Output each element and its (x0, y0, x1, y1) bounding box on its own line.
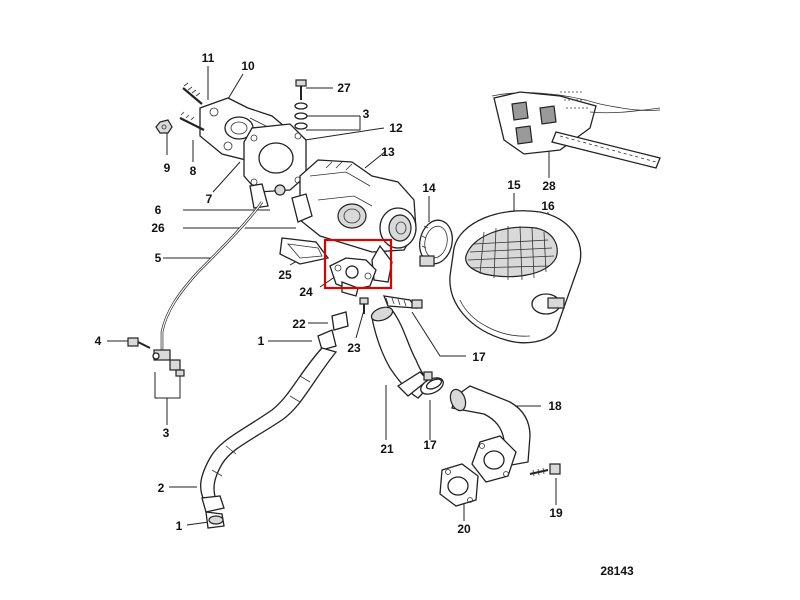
callout-4: 4 (95, 334, 102, 348)
callout-18: 18 (548, 399, 562, 413)
gasket-25-part (279, 237, 330, 265)
callout-26: 26 (151, 221, 165, 235)
clamp-ring-part (419, 219, 453, 267)
callout-12: 12 (389, 121, 403, 135)
oil-supply-tube-part (127, 201, 264, 377)
bolt-19-part (529, 463, 561, 477)
bolt-and-washers (294, 79, 308, 130)
intake-elbow-part (370, 306, 434, 399)
callout-10: 10 (241, 59, 255, 73)
callout-1-lower: 1 (176, 519, 183, 533)
figure-number: 28143 (600, 564, 634, 578)
parts-bag-part (491, 91, 661, 169)
callout-17-upper: 17 (472, 350, 486, 364)
callout-5: 5 (155, 251, 162, 265)
hose-clamp-part-upper (382, 295, 423, 309)
filter-mesh (467, 225, 555, 281)
callout-24: 24 (299, 285, 313, 299)
callout-19: 19 (549, 506, 563, 520)
stud-and-nut-parts (155, 82, 205, 134)
callout-labels: 11 10 27 3 12 13 9 8 7 6 26 5 25 24 22 2… (95, 51, 563, 536)
callout-3-upper: 3 (363, 107, 370, 121)
air-filter-part (449, 210, 582, 344)
highlight-box (323, 238, 393, 290)
callout-1-upper: 1 (258, 334, 265, 348)
bolt-23-part (359, 297, 369, 314)
callout-13: 13 (381, 145, 395, 159)
callout-14: 14 (422, 181, 436, 195)
oil-drain-flange-part (329, 257, 377, 297)
callout-2: 2 (158, 481, 165, 495)
callout-25: 25 (278, 268, 292, 282)
fitting-part (249, 183, 286, 209)
callout-11: 11 (202, 51, 215, 65)
callout-23: 23 (347, 341, 361, 355)
callout-20: 20 (457, 522, 471, 536)
oil-drain-hose-part (199, 311, 349, 529)
callout-27: 27 (337, 81, 351, 95)
gasket-20-part (439, 463, 479, 507)
elbow-tube-part (449, 385, 531, 483)
callout-22: 22 (292, 317, 306, 331)
callout-9: 9 (164, 161, 171, 175)
callout-16: 16 (541, 199, 555, 213)
callout-8: 8 (190, 164, 197, 178)
callout-15: 15 (507, 178, 521, 192)
callout-7: 7 (206, 192, 213, 206)
callout-17-lower: 17 (423, 438, 437, 452)
callout-28: 28 (542, 179, 556, 193)
callout-3-lower: 3 (163, 426, 170, 440)
callout-21: 21 (380, 442, 394, 456)
gasket-part (243, 123, 307, 193)
turbocharger-part (291, 159, 417, 283)
callout-6: 6 (155, 203, 162, 217)
hose-clamp-part-lower (420, 371, 444, 395)
